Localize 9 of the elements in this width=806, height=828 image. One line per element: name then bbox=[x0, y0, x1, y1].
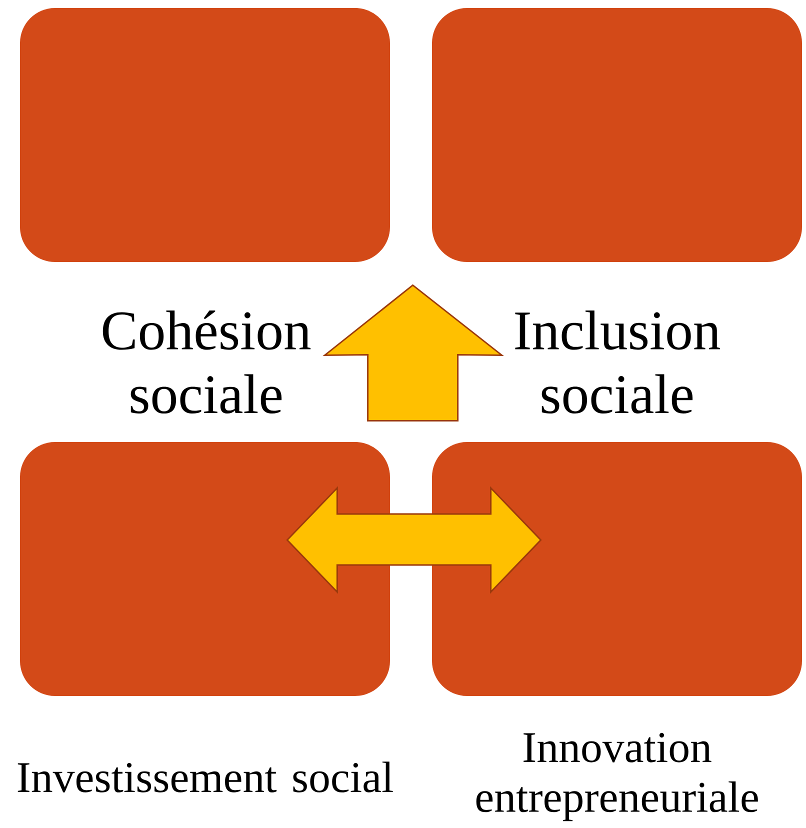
labeled-box: Investissement social bbox=[18, 442, 393, 792]
text-label: Cohésion sociale bbox=[102, 310, 311, 414]
text-label: Inclusion sociale bbox=[515, 310, 720, 414]
rounded-box bbox=[20, 8, 390, 262]
node-label: Innovation entrepreneuriale bbox=[476, 732, 758, 822]
node-label: Investissement social bbox=[18, 762, 393, 792]
rounded-box bbox=[432, 8, 802, 262]
labeled-box: Innovation entrepreneuriale bbox=[432, 442, 802, 822]
double-arrow bbox=[286, 486, 542, 594]
